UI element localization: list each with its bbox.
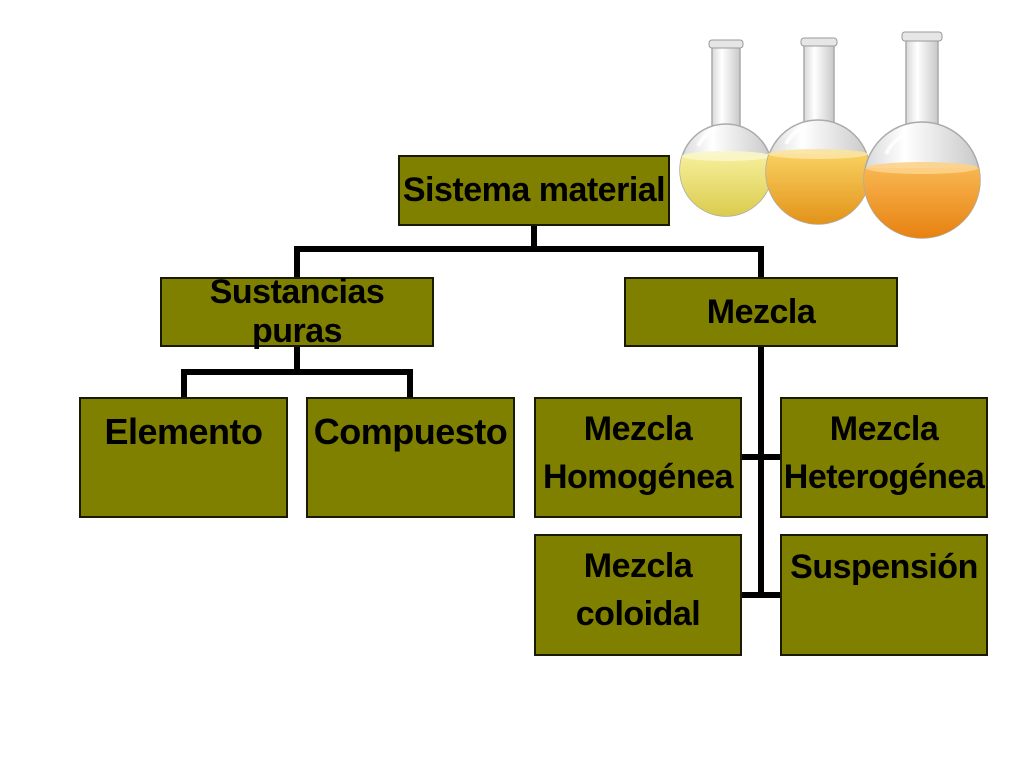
node-mezcla-heterogenea-line2: Heterogénea [783,458,985,496]
flask-1 [679,39,773,217]
node-sistema-material: Sistema material [398,155,670,226]
node-suspension-label: Suspensión [790,548,978,586]
node-elemento: Elemento [79,397,288,518]
node-compuesto-label: Compuesto [313,411,508,452]
node-sustancias-puras-label: Sustancias puras [209,273,385,350]
node-mezcla-label: Mezcla [706,292,816,331]
node-sustancias-puras: Sustancias puras [160,273,434,350]
node-elemento-label: Elemento [104,411,263,452]
node-mezcla-heterogenea-line1: Mezcla [829,410,939,448]
node-mezcla-coloidal-line1: Mezcla [583,547,693,585]
node-sistema-material-label: Sistema material [402,171,666,209]
node-mezcla-coloidal: Mezcla coloidal [534,534,742,656]
node-compuesto: Compuesto [306,397,515,518]
flasks-illustration [679,31,981,239]
node-suspension: Suspensión [780,534,988,656]
flask-3 [863,31,981,239]
node-mezcla-homogenea-line2: Homogénea [542,458,734,496]
node-mezcla-heterogenea: Mezcla Heterogénea [780,397,988,518]
node-mezcla-homogenea-line1: Mezcla [583,410,693,448]
node-mezcla-coloidal-line2: coloidal [575,595,701,633]
node-mezcla: Mezcla [624,277,898,347]
node-mezcla-homogenea: Mezcla Homogénea [534,397,742,518]
flask-2 [765,37,871,225]
